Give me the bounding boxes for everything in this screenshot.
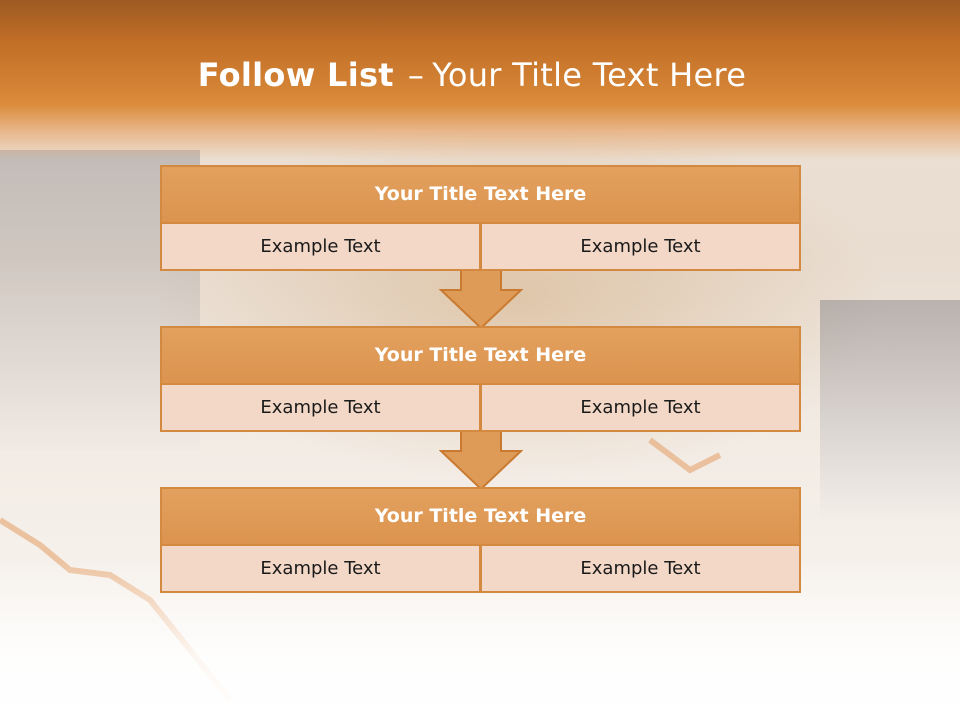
block-right-cell: Example Text xyxy=(482,224,799,269)
block-left-cell: Example Text xyxy=(162,224,479,269)
title-rest: Your Title Text Here xyxy=(432,56,747,94)
block-left-cell: Example Text xyxy=(162,385,479,430)
title-separator: – xyxy=(407,56,425,94)
background-chart-right xyxy=(820,300,960,520)
block-title: Your Title Text Here xyxy=(162,328,799,383)
block-right-cell: Example Text xyxy=(482,385,799,430)
slide-title: Follow List–Your Title Text Here xyxy=(0,52,944,98)
block-right-cell: Example Text xyxy=(482,546,799,591)
follow-block-2: Your Title Text Here Example Text Exampl… xyxy=(160,326,801,432)
block-title: Your Title Text Here xyxy=(162,489,799,544)
down-arrow-icon xyxy=(439,268,523,330)
title-bold-part: Follow List xyxy=(197,56,394,94)
follow-block-3: Your Title Text Here Example Text Exampl… xyxy=(160,487,801,593)
down-arrow-icon xyxy=(439,429,523,491)
follow-block-1: Your Title Text Here Example Text Exampl… xyxy=(160,165,801,271)
block-left-cell: Example Text xyxy=(162,546,479,591)
block-title: Your Title Text Here xyxy=(162,167,799,222)
header-band xyxy=(0,0,960,160)
